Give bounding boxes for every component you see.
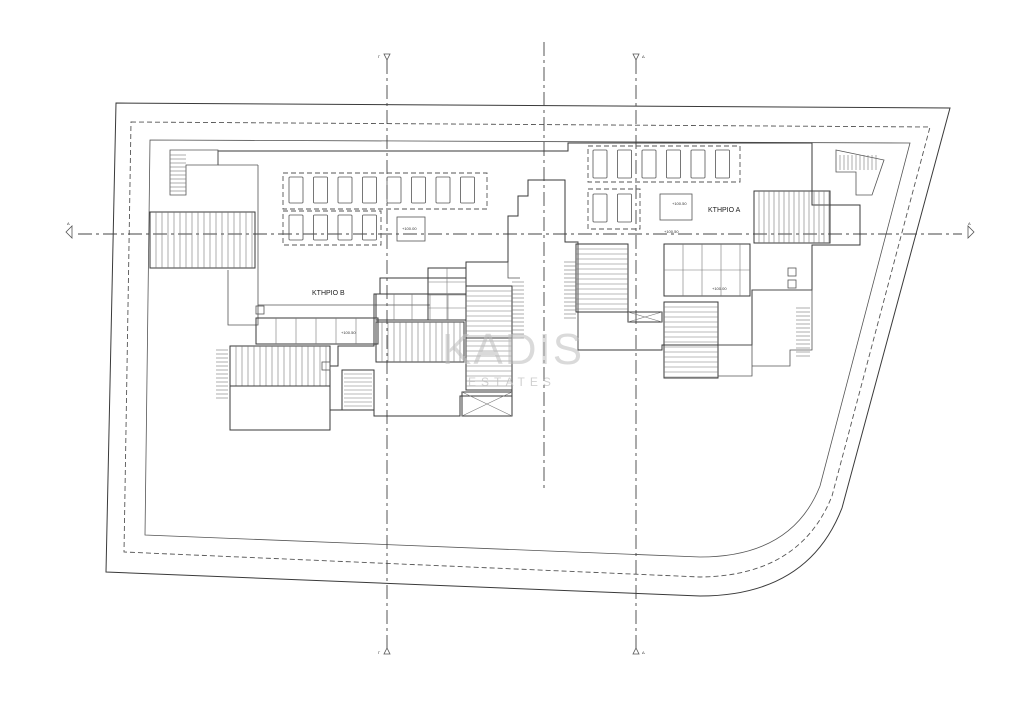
- grid-square: [617, 149, 632, 179]
- site-boundary-inner: [144, 139, 911, 558]
- stair-top-left: [169, 149, 219, 196]
- section-label-gamma-top: Γ: [378, 54, 381, 59]
- level-tag-1: +100.00: [402, 226, 417, 231]
- right-hatch-lines: [758, 191, 830, 243]
- detail-square-a: [659, 193, 693, 221]
- section-label-a-right: A: [968, 221, 971, 226]
- void-box-a: [627, 311, 663, 323]
- site-boundary-dashed: [123, 121, 931, 578]
- room-a-bottom: [718, 344, 753, 377]
- grid-square: [592, 193, 608, 223]
- grid-square: [362, 176, 377, 204]
- left-hatch-lines: [155, 212, 253, 268]
- stair-top-right: [835, 149, 885, 196]
- grid-square: [435, 176, 451, 204]
- grid-square: [641, 149, 657, 179]
- section-marker-gamma-top: Γ: [378, 53, 391, 61]
- section-label-delta-bottom: Δ: [642, 650, 645, 655]
- fixture-2: [321, 361, 331, 371]
- watermark-subtitle: ESTATES: [468, 375, 556, 389]
- level-tag-3: +100.50: [341, 330, 356, 335]
- hatched-block-center: [375, 321, 465, 363]
- left-hatched-block: [149, 211, 256, 269]
- void-cross-center: [461, 391, 513, 417]
- room-a-right: [752, 289, 813, 367]
- grid-square: [460, 176, 475, 204]
- right-hatched-block: [753, 190, 831, 244]
- level-tag-4: +100.00: [712, 286, 727, 291]
- label-building-a: ΚΤΗΡΙΟ Α: [708, 207, 741, 214]
- site-boundary-outer: [105, 102, 951, 597]
- label-building-b: ΚΤΗΡΙΟ Β: [312, 290, 345, 297]
- room-b-bottom: [229, 385, 331, 431]
- tiled-area-b-middle: [375, 293, 467, 321]
- grid-square: [592, 149, 608, 179]
- grid-square: [617, 193, 632, 223]
- section-marker-a-left: A: [65, 221, 73, 239]
- tiled-area-b: [255, 317, 379, 345]
- grid-square: [313, 176, 328, 204]
- grid-square: [313, 214, 328, 241]
- tile-divisions: [275, 244, 750, 344]
- hatched-block-a-bottom: [663, 301, 719, 379]
- section-label-a-left: A: [67, 221, 70, 226]
- section-marker-gamma-bottom: Γ: [378, 647, 391, 655]
- grid-square: [337, 214, 353, 241]
- section-marker-delta-top: Δ: [632, 53, 645, 61]
- building-b-wall: [257, 165, 430, 306]
- grid-b-bottom-frame: [282, 210, 382, 246]
- grid-square: [362, 214, 377, 241]
- grid-a-squares: [592, 149, 730, 223]
- grid-a-top-frame: [587, 145, 741, 183]
- level-tag-2: +100.50: [672, 201, 687, 206]
- fixture-4: [787, 279, 797, 289]
- section-marker-delta-bottom: Δ: [632, 647, 645, 655]
- grid-a-bottom-frame: [587, 188, 641, 230]
- grid-square: [411, 176, 426, 204]
- building-b-left-wall: [227, 270, 259, 326]
- side-stairs: [216, 261, 810, 407]
- grid-square: [715, 149, 730, 179]
- void-cross-a: [627, 311, 663, 323]
- stair-b-bottom-frame: [341, 369, 375, 411]
- step-wall: [507, 262, 520, 279]
- grid-square: [288, 176, 304, 204]
- section-label-delta-top: Δ: [642, 54, 645, 59]
- grid-square: [386, 176, 402, 204]
- void-box-center: [461, 391, 513, 417]
- grid-square: [337, 176, 353, 204]
- hatched-block-b-bottom: [229, 345, 331, 387]
- detail-square-b: [396, 216, 426, 242]
- section-marker-a-right: A: [967, 221, 975, 239]
- grid-square: [288, 214, 304, 241]
- level-tag-5: +100.50: [664, 229, 679, 234]
- grid-square: [690, 149, 706, 179]
- grid-square: [666, 149, 681, 179]
- fixture-3: [787, 267, 797, 277]
- fixture-1: [255, 305, 265, 315]
- watermark-logo: KADIS: [442, 325, 584, 374]
- grid-b-squares: [288, 176, 475, 241]
- hatch-lines-misc: [235, 248, 718, 387]
- section-label-gamma-bottom: Γ: [378, 650, 381, 655]
- building-outline: [217, 142, 861, 417]
